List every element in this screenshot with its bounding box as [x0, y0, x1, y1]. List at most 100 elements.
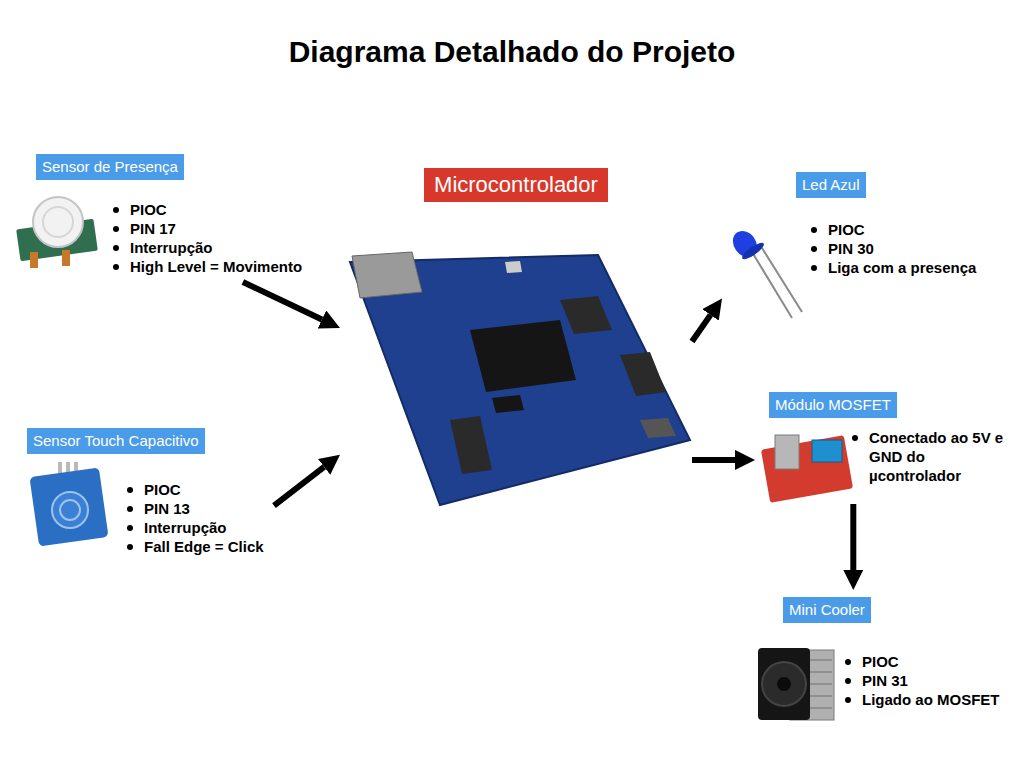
bullet-item: PIOC	[124, 480, 264, 499]
led-illustration	[728, 226, 802, 318]
bullet-item: Interrupção	[124, 518, 264, 537]
cooler-illustration	[758, 648, 834, 720]
pin-header	[560, 296, 612, 334]
bullet-item: Interrupção	[110, 238, 302, 257]
bullet-item: PIOC	[842, 652, 1000, 671]
pin-info: Interrupção	[130, 238, 213, 257]
push-button	[640, 418, 676, 438]
bullet-dot	[113, 207, 119, 213]
led-leg	[762, 248, 802, 312]
pin-info: PIN 31	[862, 671, 908, 690]
bullet-item: PIN 17	[110, 219, 302, 238]
pin-info: Conectado ao 5V e GND do µcontrolador	[869, 428, 1007, 485]
pin-info: Fall Edge = Click	[144, 537, 264, 556]
sensor-pin	[62, 250, 70, 266]
pin-info: PIN 17	[130, 219, 176, 238]
pin-header	[450, 416, 492, 474]
touch-pad-ring	[60, 500, 80, 520]
controller-label: Microcontrolador	[424, 168, 608, 202]
bullet-dot	[845, 678, 851, 684]
bullet-dot	[127, 544, 133, 550]
touch-board	[29, 467, 108, 546]
component-label: Mini Cooler	[783, 597, 871, 623]
bullet-item: PIN 30	[808, 239, 976, 258]
bullet-item: PIOC	[110, 200, 302, 219]
component-label: Sensor Touch Capacitivo	[27, 428, 205, 454]
bullet-dot	[113, 226, 119, 232]
signal-arrow	[850, 504, 856, 570]
bullet-item: PIOC	[808, 220, 976, 239]
touch-sensor-illustration	[29, 462, 108, 547]
pin-info: Ligado ao MOSFET	[862, 690, 1000, 709]
signal-arrow	[692, 315, 711, 342]
pin-info: PIOC	[130, 200, 167, 219]
pin-info: Liga com a presença	[828, 258, 976, 277]
terminal-block	[812, 440, 842, 462]
bullet-item: Fall Edge = Click	[124, 537, 264, 556]
bullet-list: Conectado ao 5V e GND do µcontrolador	[849, 428, 1007, 485]
component-block: Sensor de PresençaPIOCPIN 17InterrupçãoH…	[12, 150, 324, 282]
pin-info: High Level = Movimento	[130, 257, 302, 276]
main-chip	[470, 320, 576, 392]
bullet-item: PIN 13	[124, 499, 264, 518]
bullet-dot	[113, 264, 119, 270]
pin-info: PIN 30	[828, 239, 874, 258]
pir-dome	[33, 197, 83, 247]
bullet-dot	[811, 227, 817, 233]
pin-info: PIOC	[828, 220, 865, 239]
signal-arrow	[274, 467, 324, 506]
controller-block: Microcontrolador	[340, 164, 692, 470]
led-base	[740, 240, 766, 261]
pin-header	[620, 352, 666, 396]
bullet-item: Conectado ao 5V e GND do µcontrolador	[849, 428, 1007, 485]
mosfet-illustration	[761, 435, 853, 503]
bullet-dot	[113, 245, 119, 251]
bullet-list: PIOCPIN 17InterrupçãoHigh Level = Movime…	[110, 200, 302, 276]
bullet-dot	[127, 506, 133, 512]
usb-port	[505, 261, 522, 273]
signal-arrow	[243, 282, 322, 319]
bullet-dot	[811, 246, 817, 252]
fan-frame	[758, 648, 810, 720]
pin-info: PIOC	[144, 480, 181, 499]
bullet-dot	[845, 659, 851, 665]
bullet-item: Liga com a presença	[808, 258, 976, 277]
bullet-item: PIN 31	[842, 671, 1000, 690]
component-label: Sensor de Presença	[36, 154, 184, 180]
sensor-pin	[30, 252, 38, 268]
bullet-dot	[127, 487, 133, 493]
component-label: Módulo MOSFET	[769, 392, 897, 418]
diagram-title: Diagrama Detalhado do Projeto	[0, 34, 1024, 70]
mosfet-heatsink	[775, 435, 799, 469]
bullet-list: PIOCPIN 31Ligado ao MOSFET	[842, 652, 1000, 709]
board-illustration	[350, 252, 690, 505]
fan-blades	[762, 662, 806, 706]
bullet-item: Ligado ao MOSFET	[842, 690, 1000, 709]
fan-hub	[777, 677, 791, 691]
touch-pad	[52, 492, 88, 528]
component-block: Módulo MOSFET Conectado ao 5V e GND do µc…	[755, 388, 1011, 504]
signal-arrow	[692, 457, 735, 463]
component-label: Led Azul	[796, 172, 866, 198]
mosfet-board	[761, 435, 853, 503]
component-block: Mini CoolerPIOCPIN 31Ligado ao MOSFET	[748, 590, 1018, 724]
pin-info: PIN 13	[144, 499, 190, 518]
ethernet-jack	[352, 252, 422, 298]
bullet-dot	[127, 525, 133, 531]
bullet-list: PIOCPIN 30Liga com a presença	[808, 220, 976, 277]
pin-info: PIOC	[862, 652, 899, 671]
pin-info: Interrupção	[144, 518, 227, 537]
component-block: Led AzulPIOCPIN 30Liga com a presença	[722, 168, 1015, 318]
pir-sensor-illustration	[16, 197, 98, 268]
bullet-item: High Level = Movimento	[110, 257, 302, 276]
bullet-dot	[811, 265, 817, 271]
small-chip	[492, 395, 524, 413]
bullet-list: PIOCPIN 13InterrupçãoFall Edge = Click	[124, 480, 264, 556]
component-block: Sensor Touch CapacitivoPIOCPIN 13Interru…	[22, 424, 274, 560]
bullet-dot	[852, 435, 858, 441]
pir-dome-ring	[43, 207, 73, 237]
bullet-dot	[845, 697, 851, 703]
